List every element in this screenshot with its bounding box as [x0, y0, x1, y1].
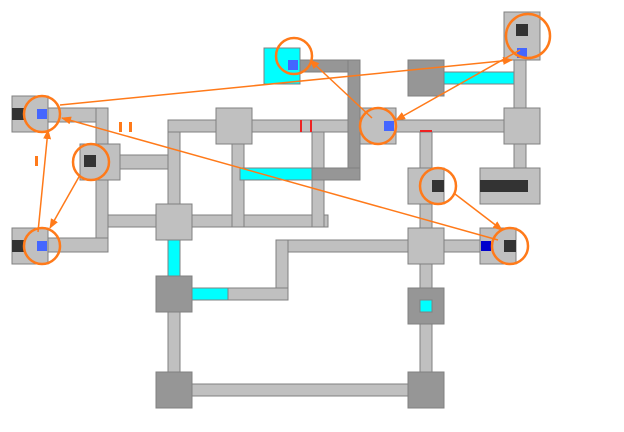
orange-circle-icon	[22, 226, 62, 266]
blue-square-icon	[517, 48, 527, 58]
corridor-dark-vertical	[347, 59, 361, 181]
corridor-bottom-horizontal	[175, 383, 433, 397]
dark-rooms	[155, 59, 445, 409]
blue-square-icon	[288, 60, 298, 70]
orange-tick	[35, 156, 38, 166]
water-left-vertical	[167, 239, 181, 277]
red-mark-gate-right	[310, 120, 312, 132]
dark-block-left-mid	[84, 155, 96, 167]
water-lower-channel	[191, 287, 229, 301]
dark-block-left-bottom	[12, 240, 24, 252]
orange-circle-icon	[22, 94, 62, 134]
orange-arrow-icon	[454, 193, 503, 231]
red-marks	[300, 120, 432, 132]
room-bottom-right-corner	[407, 371, 445, 409]
annotation-circles	[22, 12, 552, 266]
red-mark-gate-left	[300, 120, 302, 132]
room-pool-gray	[407, 287, 445, 325]
orange-circle-icon	[71, 142, 111, 182]
orange-circle-icon	[274, 36, 314, 76]
orange-arrow-icon	[309, 59, 373, 119]
room-bottom-left-corner	[155, 371, 193, 409]
dark-bar-right	[480, 180, 528, 192]
red-mark-right-corridor	[420, 130, 432, 132]
deep-blue-marker	[481, 241, 491, 251]
orange-arrow-icon	[395, 49, 521, 121]
orange-tick	[119, 122, 122, 132]
corridor-dark-lower	[311, 167, 361, 181]
blue-square-icon	[384, 121, 394, 131]
room-bottom-left	[155, 275, 193, 313]
dark-block-far-right	[504, 240, 516, 252]
dark-block-top-right	[516, 24, 528, 36]
room-right-junction	[407, 227, 445, 265]
node-markers	[37, 48, 527, 251]
orange-arrow-icon	[61, 116, 499, 241]
orange-tick	[129, 122, 132, 132]
annotation-ticks	[35, 122, 132, 166]
corridor-mid-horizontal	[275, 239, 497, 253]
room-top-center	[215, 107, 253, 145]
dark-block-left-top	[12, 108, 24, 120]
orange-circle-icon	[490, 226, 530, 266]
blue-square-icon	[37, 241, 47, 251]
orange-circle-icon	[504, 12, 552, 60]
dark-block-right-mid	[432, 180, 444, 192]
annotation-arrows	[37, 49, 521, 241]
water-center-channel	[239, 167, 313, 181]
orange-circle-icon	[358, 106, 398, 146]
room-top-gate	[407, 59, 445, 97]
blue-square-icon	[37, 109, 47, 119]
water-small-pool	[419, 299, 433, 313]
orange-arrow-icon	[49, 174, 81, 229]
dark-blocks	[12, 24, 528, 252]
water-top-channel	[443, 71, 515, 85]
room-right-top	[503, 107, 541, 145]
corridors	[27, 59, 527, 403]
corridor-lower-horizontal	[107, 214, 329, 228]
orange-circle-icon	[418, 166, 458, 206]
corridor-mid-left-vertical	[167, 119, 181, 211]
orange-arrow-icon	[37, 129, 52, 233]
room-junction-left	[155, 203, 193, 241]
orange-arrow-icon	[59, 56, 513, 106]
